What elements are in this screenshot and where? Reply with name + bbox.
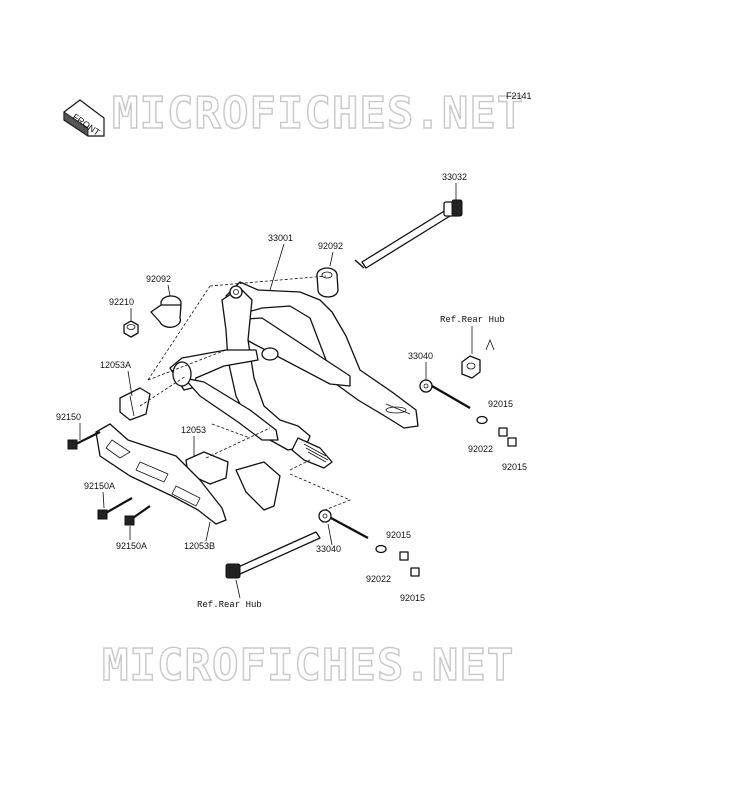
rear-axle — [225, 531, 321, 579]
label-92015-left-b: 92015 — [400, 593, 425, 603]
pivot-shaft — [354, 199, 463, 269]
leader-lines — [79, 183, 473, 599]
label-92015-right-b: 92015 — [502, 462, 527, 472]
label-92015-right-a: 92015 — [488, 399, 513, 409]
label-12053: 12053 — [181, 425, 206, 435]
chain-guide-12053A — [119, 387, 151, 421]
axle-nut-right — [461, 338, 495, 379]
nut-92015-right-b — [507, 437, 517, 447]
label-92150A-lower: 92150A — [116, 541, 147, 551]
watermark-top: MICROFICHES.NET — [112, 88, 524, 139]
label-92210: 92210 — [109, 297, 134, 307]
bolt-92150A-upper — [97, 497, 133, 520]
nut-92015-left-a — [399, 551, 409, 561]
label-92150A-upper: 92150A — [84, 481, 115, 491]
washer-92022-right — [476, 415, 488, 425]
bolt-92150 — [67, 431, 101, 450]
nut-92015-right-a — [498, 427, 508, 437]
label-92022-left: 92022 — [366, 574, 391, 584]
label-92092-right: 92092 — [318, 241, 343, 251]
swingarm — [169, 281, 419, 469]
label-33040-right: 33040 — [408, 351, 433, 361]
label-12053B: 12053B — [184, 541, 215, 551]
washer-92022-left — [375, 544, 387, 554]
bolt-92150A-lower — [124, 505, 151, 526]
chain-guide-plate-12053B — [95, 423, 281, 525]
label-12053A: 12053A — [100, 360, 131, 370]
label-92015-left-a: 92015 — [386, 530, 411, 540]
ref-rear-hub-top: Ref.Rear Hub — [440, 315, 505, 325]
chain-adjuster-left — [318, 509, 369, 540]
chain-adjuster-right — [419, 379, 471, 410]
figure-code: F2141 — [506, 91, 532, 101]
label-33032: 33032 — [442, 172, 467, 182]
label-92092-left: 92092 — [146, 274, 171, 284]
nut-92015-left-b — [410, 567, 420, 577]
watermark-bottom: MICROFICHES.NET — [102, 640, 514, 691]
bushing-left — [150, 295, 182, 328]
ref-rear-hub-bottom: Ref.Rear Hub — [197, 600, 262, 610]
label-33040-left: 33040 — [316, 544, 341, 554]
label-92150: 92150 — [56, 412, 81, 422]
front-arrow-icon: FRONT — [63, 99, 105, 138]
bushing-right — [316, 267, 339, 298]
nut-92210 — [123, 320, 139, 338]
label-92022-right: 92022 — [468, 444, 493, 454]
label-33001: 33001 — [268, 233, 293, 243]
